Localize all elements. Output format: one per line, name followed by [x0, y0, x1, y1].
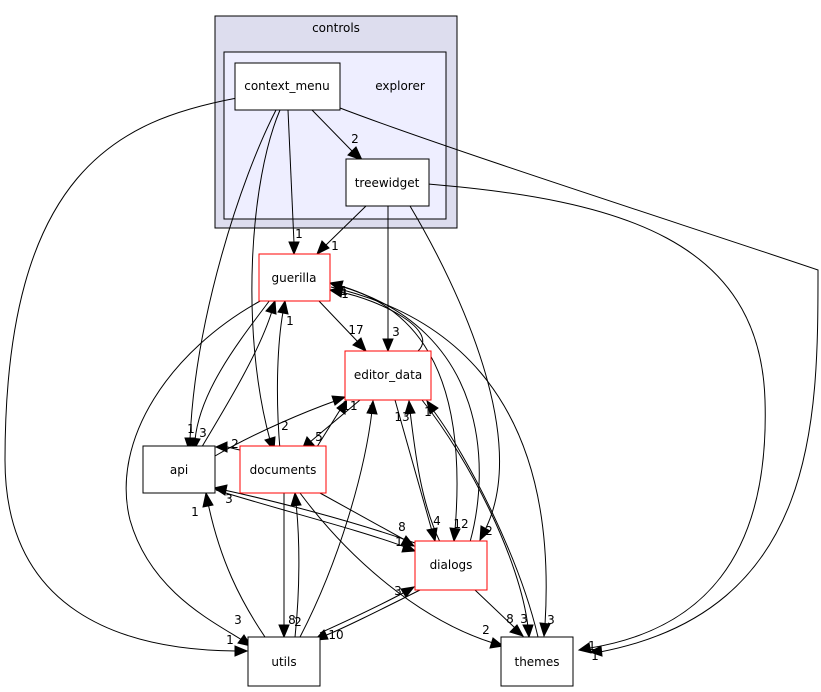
- edge-label: 1: [588, 639, 596, 653]
- edge-label: 2: [231, 437, 239, 451]
- edge-label: 11: [342, 399, 357, 413]
- cluster-controls-label: controls: [312, 21, 360, 35]
- edge-label: 4: [433, 514, 441, 528]
- edge-label: 1: [187, 422, 195, 436]
- edge-label: 10: [328, 628, 343, 642]
- edge-label: 8: [398, 520, 406, 534]
- edge-label: 8: [506, 612, 514, 626]
- edge-label: 3: [547, 613, 555, 627]
- edge-label: 3: [394, 584, 402, 598]
- edge-label: 1: [395, 535, 403, 549]
- node-dialogs[interactable]: dialogs: [414, 540, 488, 591]
- edge-label: 2: [351, 132, 359, 146]
- edge-label: 1: [191, 505, 199, 519]
- edge-label: 1: [368, 403, 376, 417]
- node-editor-data-label: editor_data: [354, 368, 422, 382]
- edge-label: 1: [424, 405, 432, 419]
- node-themes[interactable]: themes: [500, 636, 574, 687]
- edge-label: 17: [348, 323, 363, 337]
- node-treewidget[interactable]: treewidget: [345, 158, 430, 207]
- edge-label: 2: [485, 524, 493, 538]
- edge-label: 1: [341, 287, 349, 301]
- edge-label: 3: [225, 492, 233, 506]
- edge-label: 2: [281, 419, 289, 433]
- edge-label: 1: [286, 314, 294, 328]
- node-documents[interactable]: documents: [239, 445, 327, 494]
- edge-label: 3: [199, 426, 207, 440]
- node-themes-label: themes: [514, 655, 559, 669]
- edge-label: 5: [315, 430, 323, 444]
- cluster-explorer-label: explorer: [375, 79, 425, 93]
- edge-label: 3: [392, 325, 400, 339]
- node-api-label: api: [170, 463, 188, 477]
- edge-label: 1: [226, 633, 234, 647]
- edge-labels: 2 1 1 1 1 3 2 1 17 1 3 12 3 1 5 4 3 3 2 …: [187, 132, 599, 663]
- edge-label: 1: [295, 227, 303, 241]
- edge-label: 13: [394, 410, 409, 424]
- edge-label: 2: [482, 623, 490, 637]
- edge-label: 1: [340, 284, 348, 298]
- edge-label: 3: [234, 613, 242, 627]
- edge-label: 1: [591, 649, 599, 663]
- edge-label: 12: [453, 517, 468, 531]
- node-guerilla[interactable]: guerilla: [258, 253, 331, 302]
- node-editor-data[interactable]: editor_data: [344, 350, 432, 401]
- node-utils-label: utils: [271, 655, 296, 669]
- node-guerilla-label: guerilla: [272, 271, 317, 285]
- node-documents-label: documents: [250, 463, 317, 477]
- node-utils[interactable]: utils: [247, 636, 321, 687]
- node-context-menu[interactable]: context_menu: [234, 62, 341, 111]
- node-context-menu-label: context_menu: [244, 79, 330, 93]
- edge-label: 1: [331, 239, 339, 253]
- edge-label: 2: [294, 615, 302, 629]
- edge-label: 3: [520, 612, 528, 626]
- node-treewidget-label: treewidget: [355, 176, 420, 190]
- node-api[interactable]: api: [142, 445, 216, 494]
- edge-label: 8: [288, 613, 296, 627]
- node-dialogs-label: dialogs: [430, 558, 473, 572]
